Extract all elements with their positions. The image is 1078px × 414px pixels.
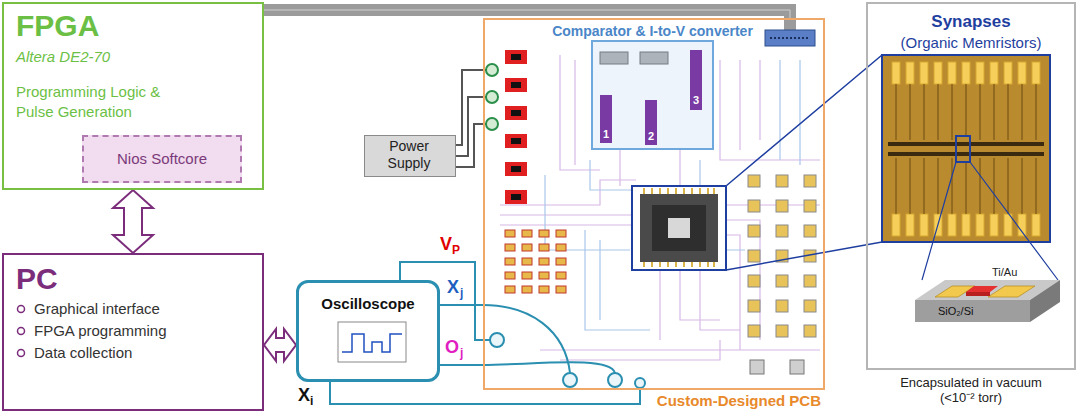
chip-number: 1 <box>603 128 609 141</box>
power-wire <box>456 97 483 156</box>
bidirectional-block-arrow <box>264 329 296 361</box>
connector-square <box>750 360 804 374</box>
signal-subscript: i <box>310 395 313 409</box>
oscilloscope-box: Oscilloscope <box>296 280 440 382</box>
bidirectional-block-arrow <box>113 190 153 253</box>
list-bullet <box>18 306 25 357</box>
box-label: Nios Softcore <box>84 150 240 168</box>
box-title: PC <box>16 261 58 297</box>
header-connector <box>765 18 815 46</box>
device-cross-section <box>915 280 1060 322</box>
pcb-board: Custom-Designed PCBComparator & I-to-V c… <box>483 18 825 390</box>
resistor-column <box>505 50 527 204</box>
list-item: FPGA programming <box>34 322 167 340</box>
power-supply-box: Power Supply <box>364 135 456 177</box>
layer-label: Ti/Au <box>992 266 1017 279</box>
list-item: Graphical interface <box>34 300 160 318</box>
power-wire <box>456 124 483 167</box>
board-title: Custom-Designed PCB <box>621 392 821 410</box>
wire-line <box>440 364 483 366</box>
fpga-box: FPGA Altera DE2-70Programming Logic & Pul… <box>2 2 264 190</box>
signal-subscript: j <box>460 287 463 301</box>
signal-name: V <box>440 234 452 255</box>
panel-title: Synapses <box>868 12 1074 32</box>
probe-cable <box>440 305 483 306</box>
zoom-frame <box>632 186 726 270</box>
list-item: Data collection <box>34 344 132 362</box>
box-title: FPGA <box>16 8 99 44</box>
power-connector <box>483 64 498 130</box>
pc-box: PC Graphical interfaceFPGA programmingDat… <box>2 253 264 411</box>
probe-cable <box>440 365 483 366</box>
wire-line <box>330 382 640 404</box>
region-title: Comparator & I-to-V converter <box>547 23 758 40</box>
board-model: Altera DE2-70 <box>16 48 110 66</box>
chip-package <box>640 188 718 267</box>
wire-line <box>456 70 483 145</box>
wire-line <box>456 124 483 167</box>
ribbon-cable <box>264 10 790 18</box>
chip-number: 2 <box>648 130 654 143</box>
chip-number: 3 <box>693 94 699 107</box>
zoom-line <box>726 55 882 270</box>
signal-name: X <box>447 277 459 298</box>
capacitor-array <box>505 230 566 293</box>
box-label: Oscilloscope <box>299 295 437 313</box>
ribbon-band <box>264 10 790 18</box>
softcore-box: Nios Softcore <box>82 135 242 183</box>
layer-label: SiO₂/Si <box>938 305 973 318</box>
wire-line <box>456 97 483 156</box>
caption-note: Encapsulated in vacuum (<10⁻² torr) <box>891 376 1051 406</box>
signal-name: O <box>445 337 459 358</box>
ribbon-stripe <box>264 10 790 18</box>
power-wire <box>456 70 483 145</box>
box-label: Power Supply <box>379 138 439 172</box>
probe-wire <box>483 305 645 390</box>
signal-subscript: j <box>460 347 463 361</box>
arrow-shape <box>113 190 153 253</box>
arrow-shape <box>264 329 296 361</box>
wire-line <box>440 304 483 306</box>
oscilloscope-screen <box>338 322 406 362</box>
signal-subscript: P <box>452 244 460 258</box>
signal-name: X <box>298 385 310 406</box>
electrode-micrograph <box>882 55 1058 280</box>
panel-subtitle: (Organic Memristors) <box>868 34 1074 52</box>
probe-cable <box>330 382 640 404</box>
box-description: Programming Logic & Pulse Generation <box>16 82 176 123</box>
